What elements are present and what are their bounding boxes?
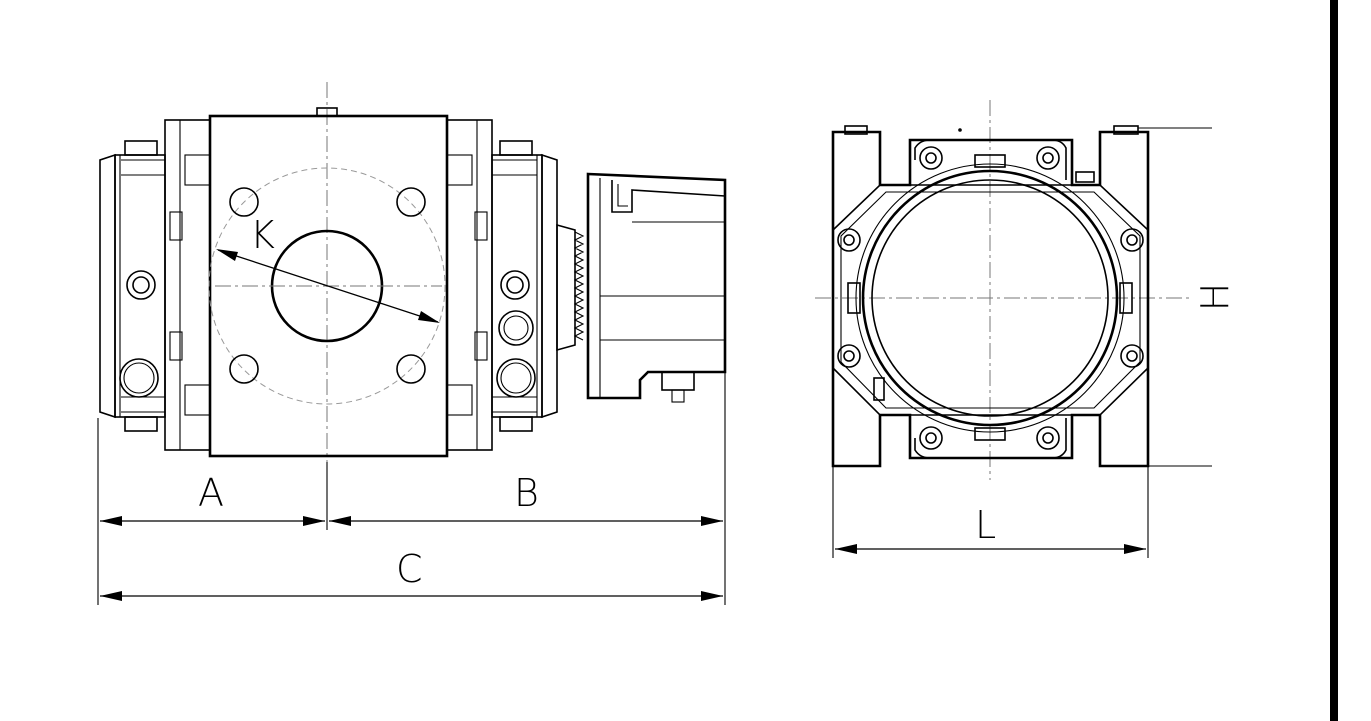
side-view-bolts — [837, 146, 1144, 450]
label-b: B — [514, 471, 539, 515]
label-h: H — [1193, 283, 1237, 312]
front-view: K — [97, 82, 727, 605]
label-l: L — [975, 503, 996, 547]
label-a: A — [198, 471, 224, 515]
label-c: C — [396, 547, 423, 591]
side-view: H L — [815, 100, 1237, 558]
label-k: K — [250, 213, 275, 257]
right-border-bar — [1330, 0, 1338, 721]
